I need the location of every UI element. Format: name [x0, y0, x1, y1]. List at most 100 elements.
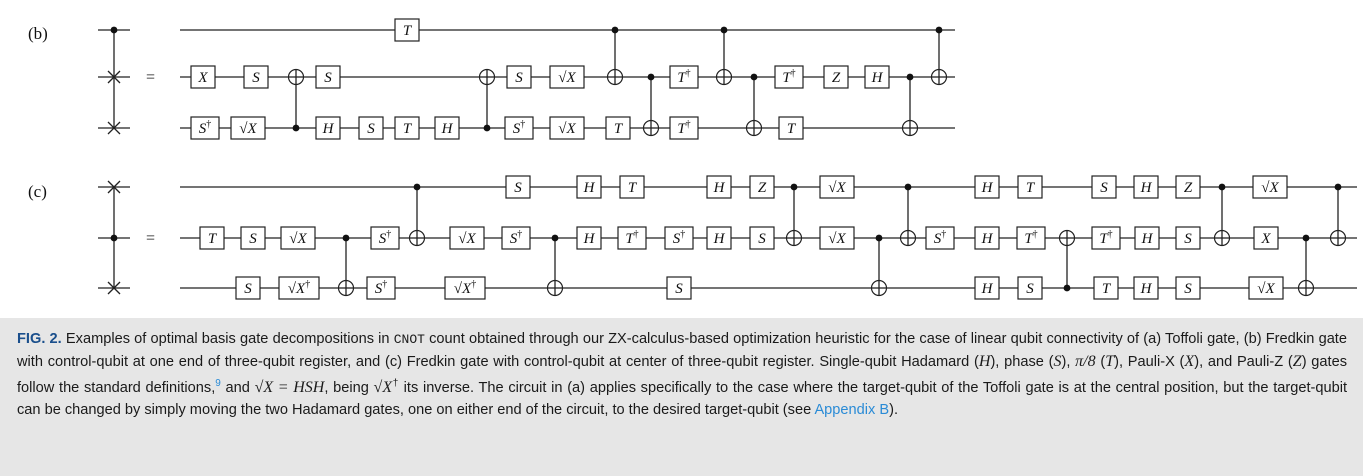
gate-box: [199, 226, 225, 250]
gate-box: [501, 226, 531, 250]
gate-label: √X: [289, 231, 307, 247]
gate-box: [706, 175, 732, 199]
gate-label: √X: [1257, 281, 1275, 297]
gate-box: [370, 226, 400, 250]
figure-caption: FIG. 2. Examples of optimal basis gate d…: [0, 318, 1363, 476]
gate-label: H: [713, 180, 726, 196]
control-dot: [720, 26, 728, 34]
gate-label: T: [403, 23, 413, 39]
swap-mark: [107, 281, 121, 295]
gate-box: [394, 18, 420, 42]
gate-box: [1016, 226, 1046, 250]
gate-label: S: [514, 180, 522, 196]
gate-label: √X†: [288, 279, 310, 297]
control-dot: [342, 234, 350, 242]
gate-box: [749, 175, 775, 199]
gate-box: [1253, 226, 1279, 250]
gate-box: [774, 65, 804, 89]
control-dot: [1334, 183, 1342, 191]
gate-label: T: [787, 121, 797, 137]
gate-box: [190, 65, 216, 89]
gate-box: [1175, 175, 1201, 199]
math-s: S: [1053, 352, 1062, 370]
gate-label: H: [871, 70, 884, 86]
gate-label: √X: [1261, 180, 1279, 196]
gate-label: H: [713, 231, 726, 247]
math-t: T: [1105, 352, 1115, 370]
appendix-b-link[interactable]: Appendix B: [814, 401, 890, 418]
gate-box: [1252, 175, 1288, 199]
figure-label: FIG. 2.: [17, 331, 62, 347]
control-dot: [875, 234, 883, 242]
gate-box: [1091, 226, 1121, 250]
gate-box: [240, 226, 266, 250]
gate-label: H: [1141, 231, 1154, 247]
caption-segment: ), and Pauli-Z (: [1194, 353, 1293, 370]
math-dagger: †: [392, 378, 399, 390]
gate-label: T: [403, 121, 413, 137]
gate-box: [190, 116, 220, 140]
gate-box: [1017, 175, 1043, 199]
equals-sign: =: [146, 69, 155, 86]
gate-box: [864, 65, 890, 89]
control-dot: [750, 73, 758, 81]
control-dot: [935, 26, 943, 34]
swap-mark: [107, 121, 121, 135]
caption-segment: (: [1095, 353, 1106, 370]
gate-label: √X: [558, 121, 576, 137]
gate-label: √X: [558, 70, 576, 86]
control-dot: [904, 183, 912, 191]
gate-label: √X: [828, 180, 846, 196]
gate-box: [358, 116, 384, 140]
gate-label: √X: [239, 121, 257, 137]
control-dot: [1218, 183, 1226, 191]
gate-box: [669, 65, 699, 89]
gate-label: S: [1184, 281, 1192, 297]
gate-box: [1175, 276, 1201, 300]
panel-label-b: (b): [28, 24, 48, 43]
gate-box: [664, 226, 694, 250]
gate-box: [1017, 276, 1043, 300]
caption-segment: count obtained through our ZX-calculus-b…: [17, 331, 1347, 370]
control-dot: [292, 124, 300, 132]
gate-label: T: [1026, 180, 1036, 196]
swap-mark: [107, 70, 121, 84]
math-sqrtx-eq: √X = HSH: [254, 379, 325, 397]
gate-box: [1248, 276, 1284, 300]
gate-box: [823, 65, 849, 89]
gate-label: S: [758, 231, 766, 247]
control-dot: [647, 73, 655, 81]
gate-label: Z: [832, 70, 841, 86]
gate-label: S: [1100, 180, 1108, 196]
gate-label: S: [249, 231, 257, 247]
reference-link-9[interactable]: 9: [215, 378, 221, 390]
math-h: H: [978, 352, 991, 370]
gate-box: [576, 226, 602, 250]
gate-label: H: [1140, 281, 1153, 297]
gate-label: S: [1184, 231, 1192, 247]
gate-box: [749, 226, 775, 250]
caption-segment: ).: [889, 401, 899, 418]
gate-box: [576, 175, 602, 199]
gate-box: [1133, 276, 1159, 300]
gate-box: [669, 116, 699, 140]
gate-label: H: [981, 281, 994, 297]
gate-box: [506, 65, 532, 89]
control-dot: [906, 73, 914, 81]
control-dot: [790, 183, 798, 191]
gate-label: S: [244, 281, 252, 297]
gate-label: H: [583, 231, 596, 247]
gate-label: √X†: [454, 279, 476, 297]
gate-box: [819, 226, 855, 250]
gate-box: [230, 116, 266, 140]
gate-box: [706, 226, 732, 250]
gate-box: [1091, 175, 1117, 199]
gate-box: [278, 276, 320, 300]
math-x: X: [1184, 352, 1195, 370]
caption-segment: ),: [1061, 353, 1076, 370]
gate-label: X: [197, 70, 208, 86]
gate-label: H: [322, 121, 335, 137]
gate-label: H: [441, 121, 454, 137]
gate-box: [617, 226, 647, 250]
gate-box: [366, 276, 396, 300]
